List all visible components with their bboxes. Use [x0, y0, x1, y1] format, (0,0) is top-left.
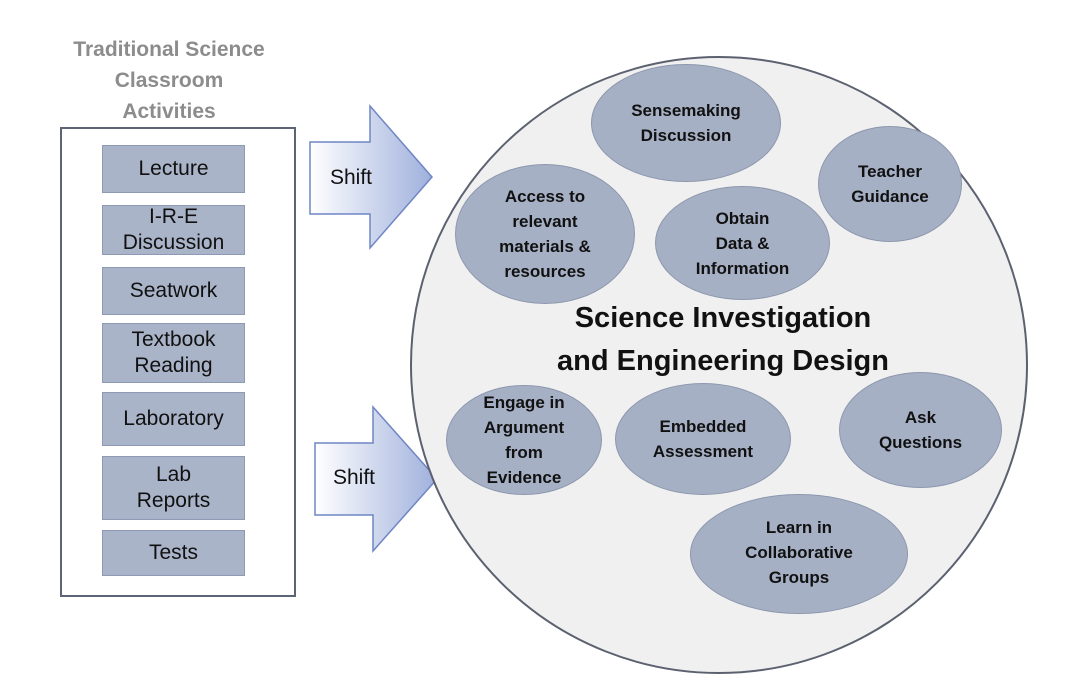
activity-seatwork: Seatwork	[102, 267, 245, 315]
bubble-sensemaking-discussion: Sensemaking Discussion	[591, 64, 781, 182]
shift-arrow-bottom	[314, 405, 439, 553]
bubble-engage-argument: Engage in Argument from Evidence	[446, 385, 602, 495]
shift-label-bottom: Shift	[333, 466, 376, 489]
bubble-teacher-guidance: Teacher Guidance	[818, 126, 962, 242]
activity-textbook-reading: Textbook Reading	[102, 323, 245, 383]
bubble-embedded-assessment: Embedded Assessment	[615, 383, 791, 495]
center-title: Science Investigation and Engineering De…	[557, 302, 889, 377]
shift-arrow-top	[309, 104, 433, 250]
bubble-ask-questions: Ask Questions	[839, 372, 1002, 488]
traditional-activities-title: Traditional Science Classroom Activities	[73, 38, 265, 123]
bubble-collaborative-groups: Learn in Collaborative Groups	[690, 494, 908, 614]
activity-tests: Tests	[102, 530, 245, 576]
activity-lecture: Lecture	[102, 145, 245, 193]
activity-lab-reports: Lab Reports	[102, 456, 245, 520]
shift-label-top: Shift	[330, 166, 373, 189]
activity-ire-discussion: I-R-E Discussion	[102, 205, 245, 255]
bubble-access-materials: Access to relevant materials & resources	[455, 164, 635, 304]
bubble-obtain-data: Obtain Data & Information	[655, 186, 830, 300]
activity-laboratory: Laboratory	[102, 392, 245, 446]
